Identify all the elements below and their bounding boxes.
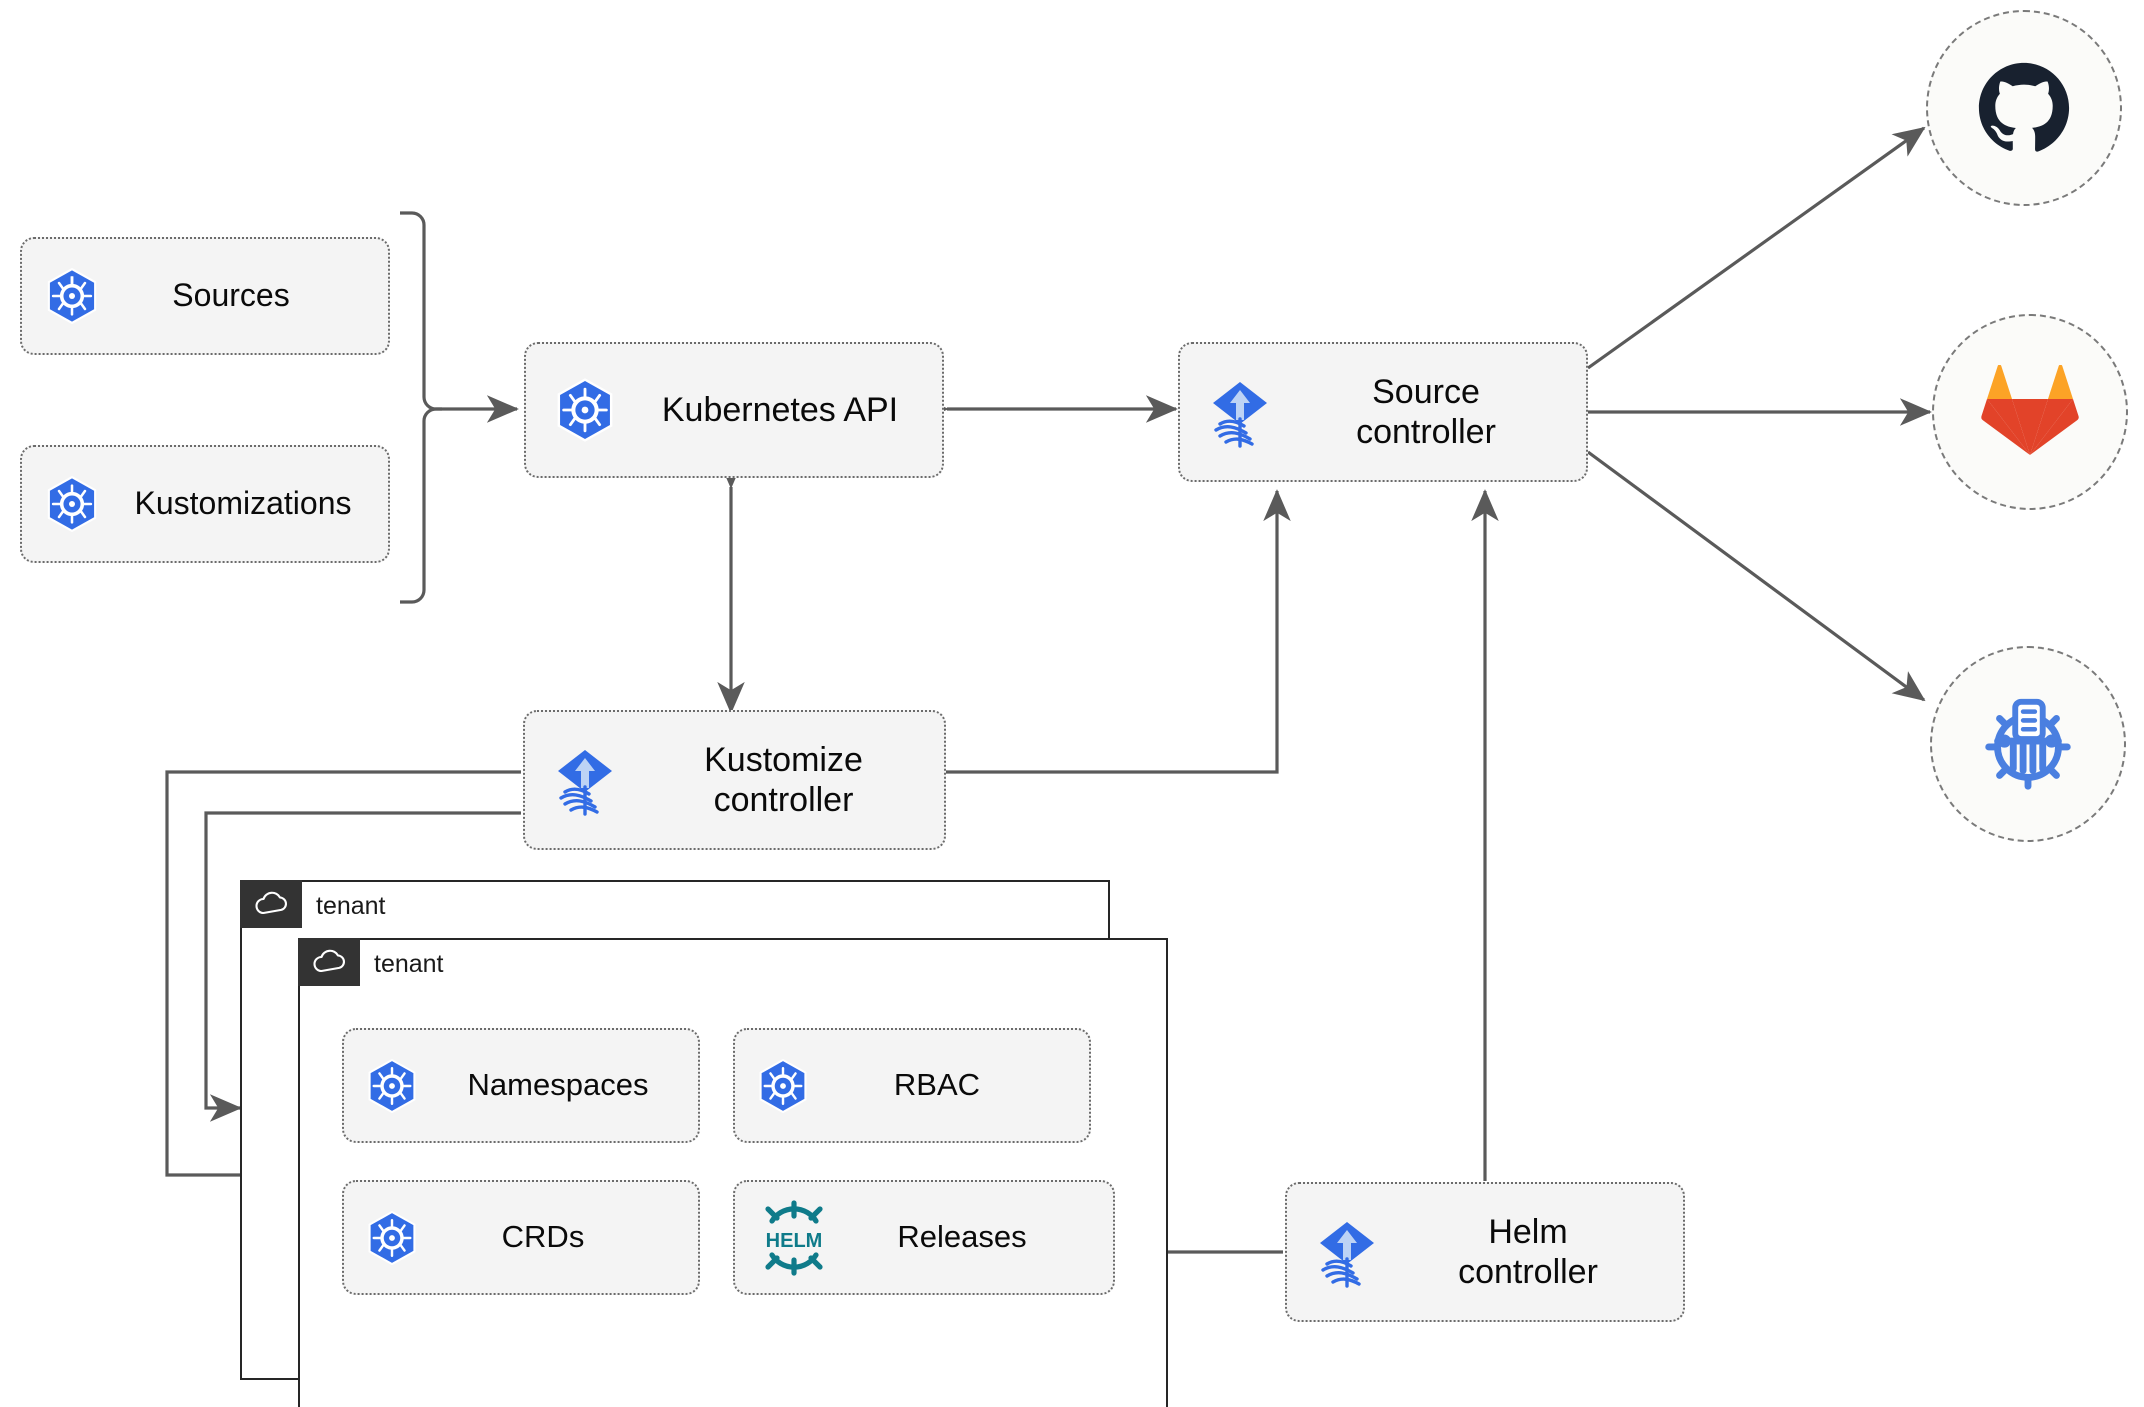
tenant-container-2[interactable]: tenant xyxy=(298,938,1168,1407)
edge-source-controller-to-helm-repository xyxy=(1587,450,1926,702)
kubernetes-icon xyxy=(526,375,644,445)
kubernetes-icon xyxy=(344,1056,440,1116)
resource-box-sources[interactable]: Sources xyxy=(20,237,390,355)
gitlab-icon xyxy=(1981,365,2079,455)
kubernetes-icon xyxy=(735,1056,831,1116)
tenant-label-2: tenant xyxy=(374,950,444,978)
helm-repository-icon xyxy=(1985,698,2071,790)
endpoint-github[interactable] xyxy=(1926,10,2122,206)
endpoint-gitlab[interactable] xyxy=(1932,314,2128,510)
node-kubernetes-api[interactable]: Kubernetes API xyxy=(524,342,944,478)
node-helm-controller[interactable]: Helm controller xyxy=(1285,1182,1685,1322)
tenant-tab-1 xyxy=(240,880,302,928)
cloud-icon xyxy=(255,891,287,915)
tenant-resource-label-crds: CRDs xyxy=(501,1219,585,1255)
tenant-resource-rbac[interactable]: RBAC xyxy=(733,1028,1091,1143)
tenant-label-1: tenant xyxy=(316,892,386,920)
resource-label-sources: Sources xyxy=(172,277,290,314)
kubernetes-icon xyxy=(22,473,122,535)
node-label-helm-controller: Helm controller xyxy=(1458,1212,1598,1291)
tenant-resource-label-namespaces: Namespaces xyxy=(467,1067,649,1103)
node-label-kustomize-controller: Kustomize controller xyxy=(704,740,863,819)
edge-sources-bracket xyxy=(400,211,442,411)
kubernetes-icon xyxy=(22,265,122,327)
tenant-resource-crds[interactable]: CRDs xyxy=(342,1180,700,1295)
resource-box-kustomizations[interactable]: Kustomizations xyxy=(20,445,390,563)
endpoint-helm-repository[interactable] xyxy=(1930,646,2126,842)
node-label-source-controller: Source controller xyxy=(1356,372,1496,451)
edge-kustomizations-bracket xyxy=(400,407,442,604)
node-label-kubernetes-api: Kubernetes API xyxy=(661,390,899,429)
tenant-tab-2 xyxy=(298,938,360,986)
node-kustomize-controller[interactable]: Kustomize controller xyxy=(523,710,946,850)
edge-source-controller-to-github xyxy=(1587,126,1926,370)
flux-icon xyxy=(525,740,645,820)
tenant-resource-label-releases: Releases xyxy=(897,1219,1027,1255)
tenant-resource-releases[interactable]: HELM Releases xyxy=(733,1180,1115,1295)
node-source-controller[interactable]: Source controller xyxy=(1178,342,1588,482)
edge-kustomize-to-source-controller xyxy=(945,489,1291,774)
svg-text:HELM: HELM xyxy=(766,1230,823,1252)
flux-icon xyxy=(1287,1212,1407,1292)
cloud-icon xyxy=(313,949,345,973)
github-icon xyxy=(1978,62,2070,152)
kubernetes-icon xyxy=(344,1208,440,1268)
flux-icon xyxy=(1180,372,1300,452)
tenant-resource-label-rbac: RBAC xyxy=(893,1067,981,1103)
tenant-resource-namespaces[interactable]: Namespaces xyxy=(342,1028,700,1143)
resource-label-kustomizations: Kustomizations xyxy=(134,485,352,522)
helm-icon: HELM xyxy=(735,1199,853,1277)
